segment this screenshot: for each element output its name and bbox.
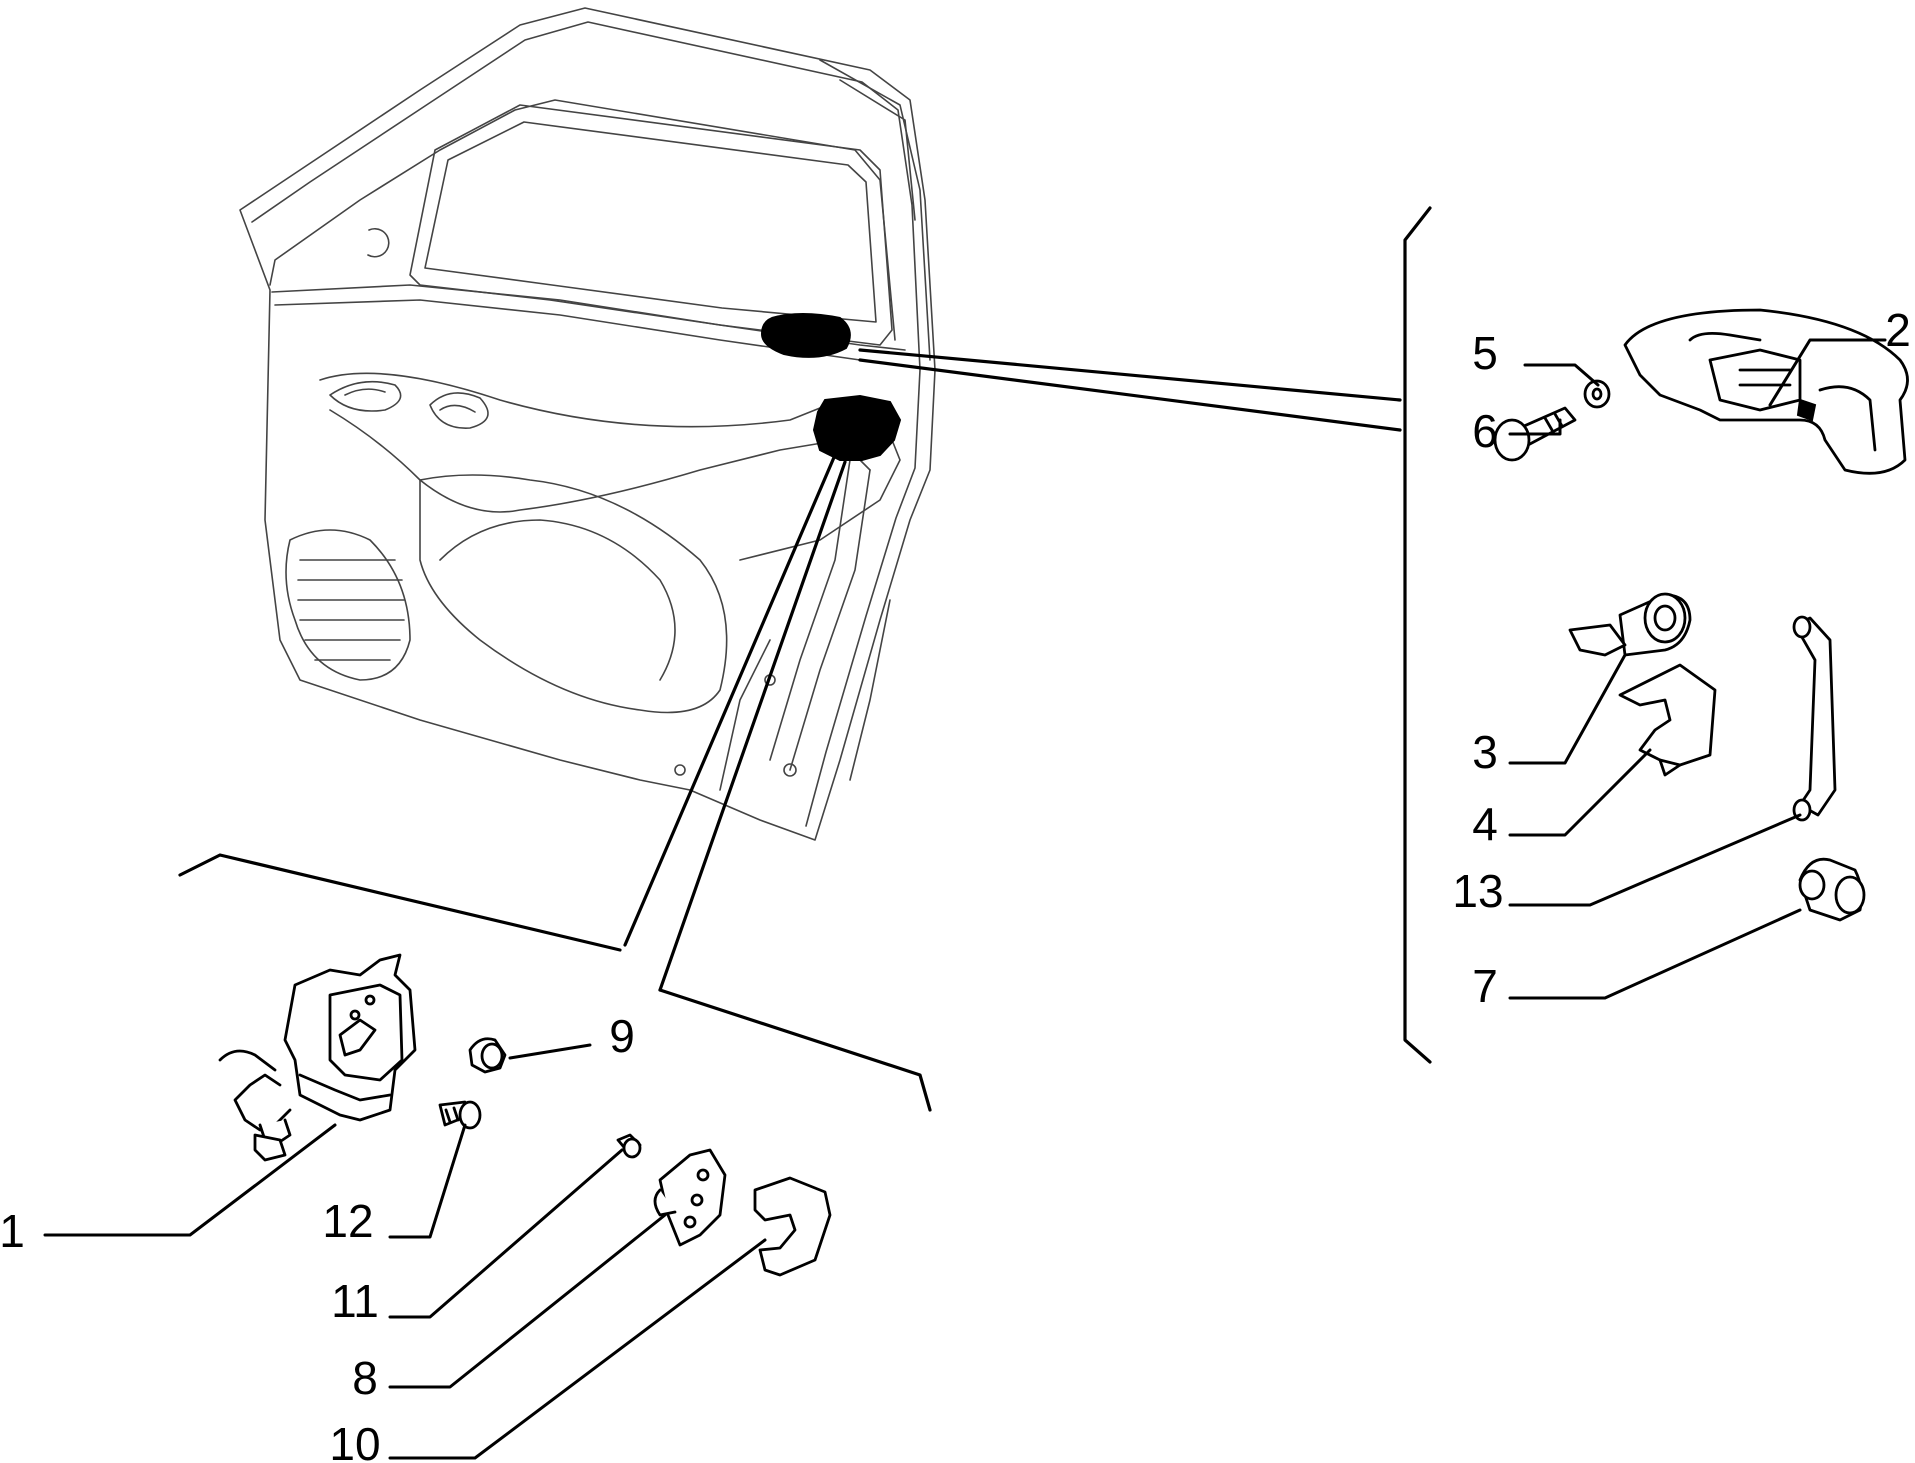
lock-cylinder-part [1568,592,1692,657]
callout-10: 10 [329,1418,380,1463]
callout-8: 8 [352,1352,378,1404]
callout-2: 2 [1885,304,1911,356]
door-lock-highlight [812,394,902,461]
screw-part [1493,406,1577,462]
door-outline [239,7,936,841]
callouts: 1 2 3 4 5 6 7 8 9 10 11 12 13 [0,304,1911,1463]
callout-6: 6 [1472,405,1498,457]
lower-group-bracket [178,853,932,1112]
door-handle-highlight [760,313,851,358]
plug-part [468,1037,507,1074]
small-screw-part [616,1133,642,1159]
bolt-part [438,1100,482,1130]
connector-lines [623,348,1402,992]
callout-9: 9 [609,1010,635,1062]
striker-plate-part [653,1148,727,1247]
right-group-bracket [1403,206,1432,1064]
callout-13: 13 [1452,865,1503,917]
grommet-part [1798,857,1866,922]
door-handle-part [1623,308,1909,475]
callout-4: 4 [1472,798,1498,850]
callout-11: 11 [331,1275,379,1327]
gasket-part [1618,663,1717,777]
callout-3: 3 [1472,726,1498,778]
leader-lines [43,338,1887,1460]
callout-12: 12 [322,1195,373,1247]
callout-1: 1 [0,1205,25,1257]
callout-7: 7 [1472,960,1498,1012]
washer-part [1583,379,1611,409]
rod-part [1792,615,1837,822]
door-lock-part [218,953,417,1162]
shim-part [753,1176,832,1277]
callout-5: 5 [1472,327,1498,379]
